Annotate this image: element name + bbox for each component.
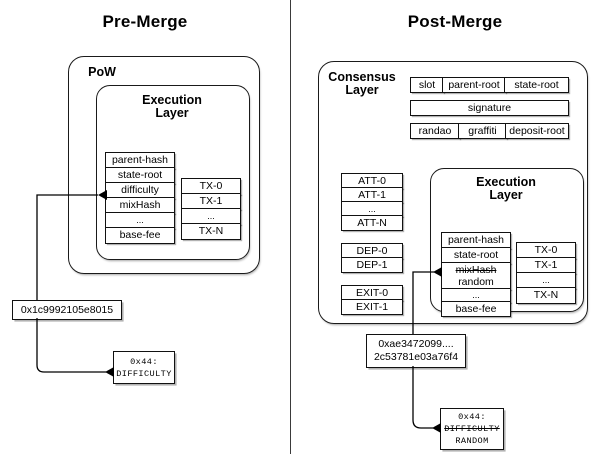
header-field-random-replacement: mixHash random	[441, 262, 511, 290]
tx-field: TX-N	[516, 287, 576, 304]
panel-divider	[290, 0, 291, 454]
opcode-old-name: DIFFICULTY	[444, 424, 500, 434]
attestation-item: ATT-N	[341, 215, 403, 231]
header-field: base-fee	[105, 227, 175, 244]
consensus-field: slot	[410, 77, 444, 93]
opcode-box-random: 0x44: DIFFICULTY RANDOM	[440, 408, 504, 450]
wire-value-to-opcode-right	[412, 366, 433, 429]
tx-field: TX-N	[181, 223, 241, 240]
page-title-pre-merge: Pre-Merge	[102, 12, 188, 31]
consensus-layer-label: Consensus Layer	[328, 70, 396, 97]
execution-layer-label-left: Execution Layer	[142, 93, 202, 120]
exit-item: EXIT-1	[341, 299, 403, 315]
consensus-field: state-root	[504, 77, 569, 93]
consensus-field: signature	[410, 100, 569, 116]
execution-layer-label-right: Execution Layer	[476, 175, 536, 202]
random-value-line-1: 0xae3472099....	[378, 338, 454, 350]
consensus-field: graffiti	[458, 123, 507, 139]
pow-container	[68, 56, 260, 274]
wire-value-to-opcode-left	[36, 318, 106, 373]
header-field-old-name: mixHash	[455, 264, 497, 276]
opcode-new-name: RANDOM	[455, 436, 489, 446]
random-value-line-2: 2c53781e03a76f4	[373, 351, 459, 363]
header-field: base-fee	[441, 301, 511, 317]
consensus-field: randao	[410, 123, 460, 139]
random-value-box: 0xae3472099.... 2c53781e03a76f4	[366, 334, 466, 368]
pow-label: PoW	[88, 65, 116, 79]
opcode-box-difficulty: 0x44: DIFFICULTY	[113, 351, 175, 384]
opcode-code: 0x44:	[130, 356, 158, 367]
opcode-name: DIFFICULTY	[116, 368, 172, 379]
consensus-field: deposit-root	[505, 123, 569, 139]
execution-layer-container-left	[96, 85, 250, 260]
difficulty-value-box: 0x1c9992105e8015	[12, 300, 122, 320]
header-field-new-name: random	[458, 276, 494, 288]
consensus-field: parent-root	[442, 77, 506, 93]
page-title-post-merge: Post-Merge	[407, 12, 503, 31]
consensus-layer-container	[318, 61, 588, 324]
opcode-code: 0x44:	[458, 412, 486, 422]
deposit-item: DEP-1	[341, 257, 403, 273]
